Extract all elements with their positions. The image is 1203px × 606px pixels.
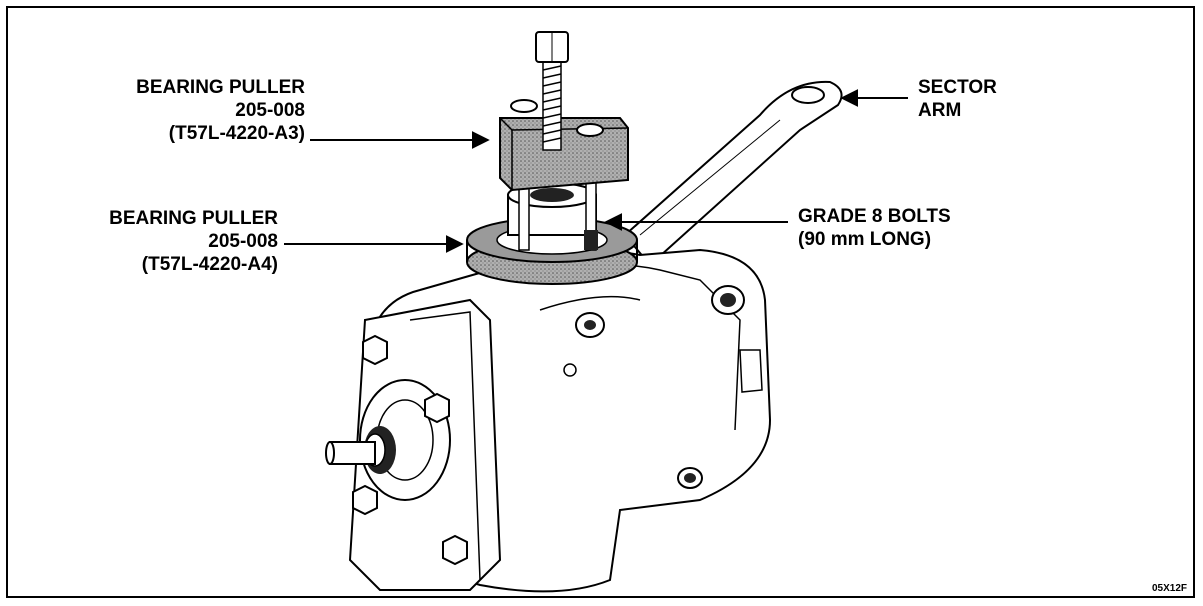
callout-text: 205-008 [208, 231, 278, 252]
callout-text: (T57L-4220-A3) [168, 123, 305, 144]
cover-bolts [352, 334, 468, 566]
callout-text: 205-008 [235, 100, 305, 121]
callout-text: GRADE 8 BOLTS [798, 206, 951, 227]
callout-text: (T57L-4220-A4) [141, 254, 278, 275]
figure-code: 05X12F [1151, 583, 1187, 594]
bearing-puller-a3 [499, 99, 629, 192]
input-shaft [325, 426, 396, 474]
callout-bearing-puller-a4: BEARING PULLER 205-008 (T57L-4220-A4) [109, 207, 278, 276]
callout-bearing-puller-a3: BEARING PULLER 205-008 (T57L-4220-A3) [136, 76, 305, 145]
callout-text: ARM [918, 100, 962, 121]
callout-sector-arm: SECTOR ARM [918, 76, 997, 122]
forcing-screw [535, 31, 569, 151]
callout-text: BEARING PULLER [109, 208, 278, 229]
callout-grade-8-bolts: GRADE 8 BOLTS (90 mm LONG) [798, 205, 951, 251]
callout-text: BEARING PULLER [136, 77, 305, 98]
callout-text: SECTOR [918, 77, 997, 98]
sector-arm [623, 80, 843, 267]
callout-text: (90 mm LONG) [798, 229, 932, 250]
